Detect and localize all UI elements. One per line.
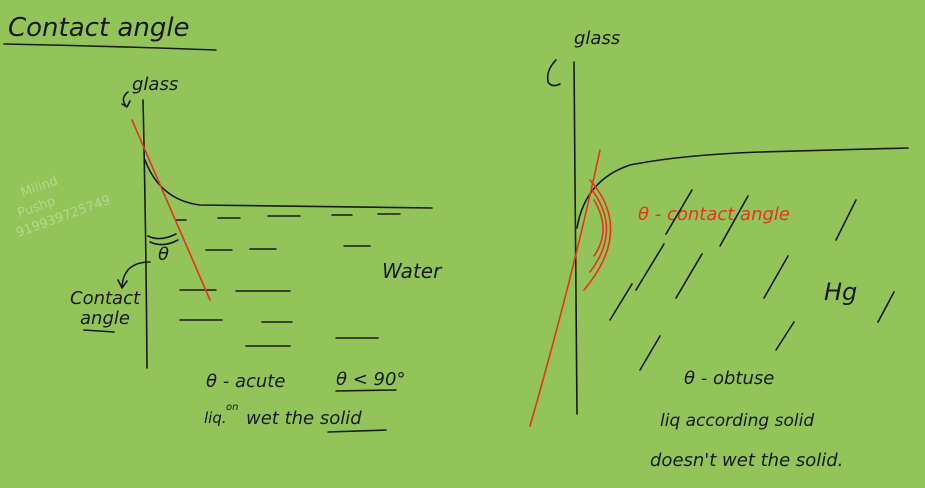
left-angle-arc-2 (149, 239, 179, 246)
right-angle-arc-2 (589, 189, 608, 273)
left-liquid-label: Water (382, 259, 443, 283)
watermark: Milind Pushp 919939725749 (14, 174, 112, 241)
left-contact-label: Contact (70, 288, 141, 309)
left-meniscus (144, 159, 433, 209)
left-diagram: glass θ Contact angle Water θ - acute θ … (70, 74, 443, 433)
right-diagram: glass θ - contact angle Hg θ - obtuse li… (529, 28, 909, 471)
right-glass-wall (573, 61, 578, 415)
left-theta-label: θ (158, 244, 169, 265)
left-angle-label-underline (83, 329, 115, 333)
right-wetting-line-1: liq according solid (660, 411, 814, 431)
left-angle-label: angle (80, 308, 130, 329)
left-condition-text: θ - acute (206, 371, 285, 392)
left-wetting-prefix: liq. (204, 409, 227, 427)
left-inequality-text: θ < 90° (336, 369, 405, 390)
title-underline (3, 43, 217, 51)
right-angle-label: θ - contact angle (638, 204, 790, 225)
right-liquid-label: Hg (824, 278, 857, 306)
left-glass-arrow (121, 91, 131, 108)
right-tangent-line (529, 149, 601, 427)
left-glass-wall (142, 99, 148, 369)
left-glass-label: glass (132, 74, 178, 95)
right-condition-text: θ - obtuse (684, 368, 774, 389)
left-wetting-superscript: on (226, 402, 238, 413)
left-water-dashes (175, 213, 401, 347)
left-tangent-line (131, 119, 211, 301)
right-wetting-line-2: doesn't wet the solid. (650, 450, 843, 471)
watermark-line-1: Milind (19, 174, 60, 201)
left-angle-arc (147, 233, 177, 240)
right-meniscus (576, 147, 909, 229)
right-glass-label: glass (574, 28, 620, 49)
right-angle-arc-3 (593, 199, 604, 257)
right-angle-arc-1 (583, 179, 612, 291)
right-mercury-hatching (609, 189, 895, 371)
left-contact-arrow (117, 261, 151, 289)
right-glass-bracket (546, 59, 561, 87)
left-inequality-underline (335, 389, 397, 392)
page-title: Contact angle (8, 13, 190, 43)
left-solid-underline (327, 429, 387, 433)
left-wetting-text: wet the solid (246, 408, 362, 429)
